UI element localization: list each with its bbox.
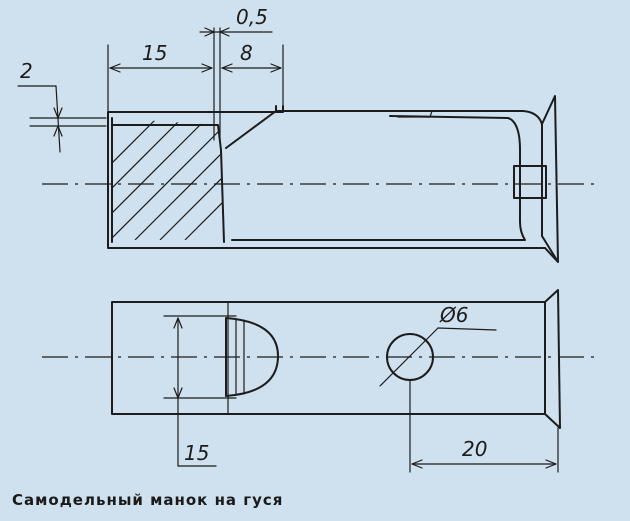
top-view [42, 95, 598, 263]
bottom-view [42, 289, 598, 429]
technical-drawing: 15 0,5 8 2 15 Ø6 20 [17, 5, 598, 473]
tube-flare [541, 95, 559, 263]
dim-8: 8 [240, 41, 253, 65]
bottom-body [111, 289, 561, 429]
sound-slot [225, 317, 279, 397]
dim-diam-6: Ø6 [439, 303, 468, 327]
bottom-dimensions: 15 Ø6 20 [163, 303, 559, 473]
reed-top [395, 110, 433, 118]
tube-inner [231, 115, 526, 241]
dim-15-bottom: 15 [184, 441, 209, 465]
dim-0-5: 0,5 [236, 5, 268, 29]
dim-15-top: 15 [142, 41, 167, 65]
plug-outline [111, 117, 225, 243]
dim-2: 2 [20, 59, 33, 83]
plug-hatching [112, 119, 224, 240]
top-dimensions: 15 0,5 8 2 [17, 5, 284, 153]
figure-caption: Самодельный манок на гуся [12, 491, 284, 509]
tube-body [107, 105, 546, 249]
end-nub [513, 165, 547, 199]
dim-20: 20 [462, 437, 487, 461]
